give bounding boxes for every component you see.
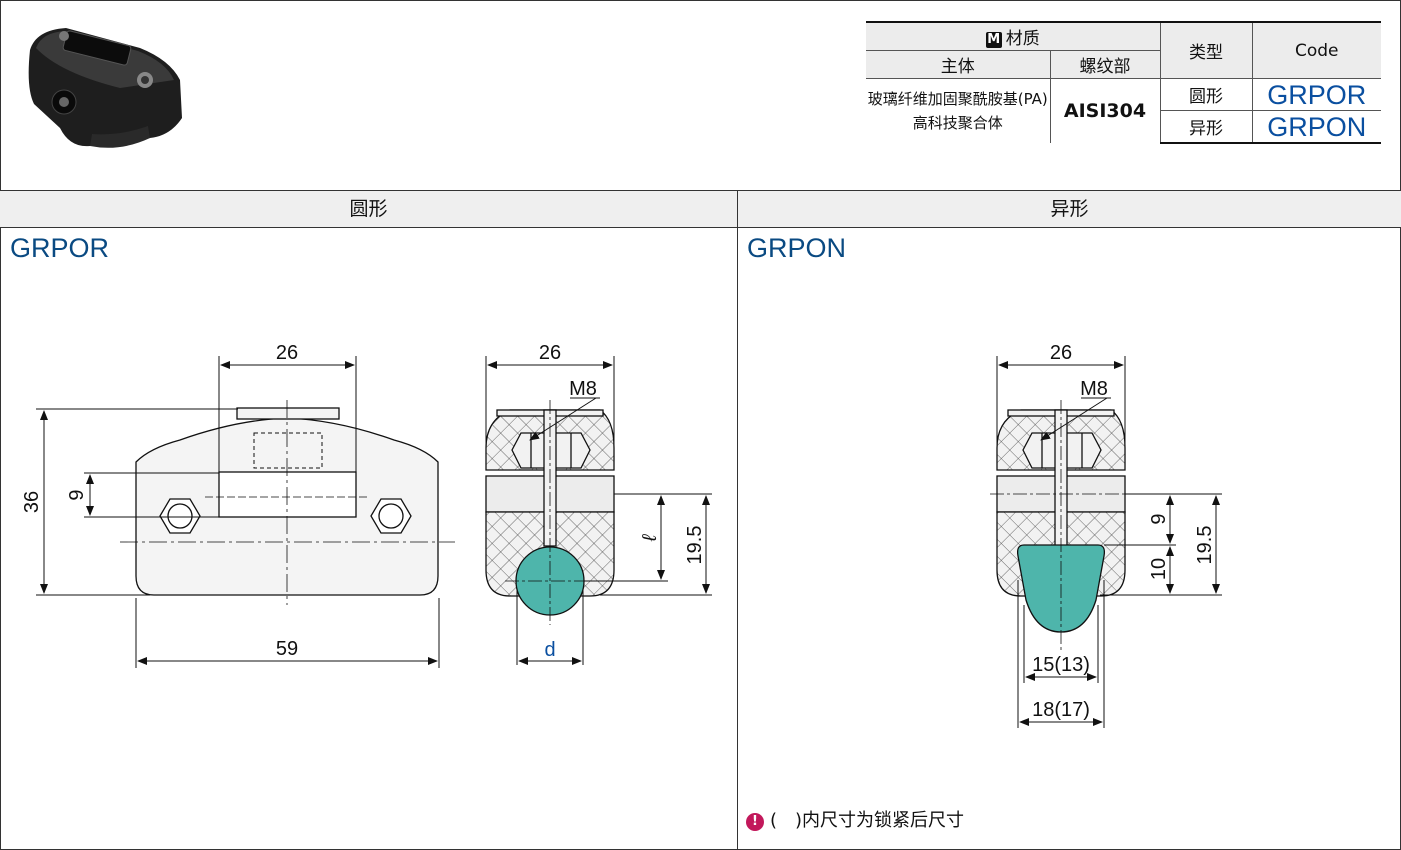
front-view bbox=[120, 400, 455, 605]
type-header: 类型 bbox=[1160, 21, 1253, 79]
dim-height: 19.5 bbox=[684, 526, 706, 565]
side-round-dimensions bbox=[485, 356, 712, 665]
material-badge: M bbox=[985, 32, 1002, 48]
dim-front-top-width: 26 bbox=[276, 342, 298, 364]
thread-material-cell: AISI304 bbox=[1050, 78, 1161, 143]
code-header: Code bbox=[1252, 21, 1381, 79]
footnote-text: ( )内尺寸为锁紧后尺寸 bbox=[770, 810, 965, 831]
part-code-left[interactable]: GRPOR bbox=[10, 233, 110, 263]
footnote: ! ( )内尺寸为锁紧后尺寸 bbox=[746, 806, 964, 832]
type-cell: 圆形 bbox=[1160, 78, 1253, 111]
dim-10: 10 bbox=[1148, 558, 1170, 580]
body-material-cell: 玻璃纤维加固聚酰胺基(PA) 高科技聚合体 bbox=[866, 78, 1051, 143]
dim-side-width: 26 bbox=[539, 342, 561, 364]
dim-shaped-height: 19.5 bbox=[1194, 526, 1216, 565]
section-header-round: 圆形 bbox=[0, 190, 737, 228]
product-image bbox=[28, 28, 182, 148]
side-view-round bbox=[485, 400, 615, 625]
side-shaped-dimensions bbox=[996, 356, 1222, 728]
thread-header: 螺纹部 bbox=[1050, 50, 1161, 79]
dim-front-bottom-width: 59 bbox=[276, 638, 298, 660]
section-divider bbox=[737, 190, 738, 850]
dim-thread: M8 bbox=[569, 378, 597, 400]
dim-15: 15(13) bbox=[1032, 654, 1090, 676]
code-cell-link[interactable]: GRPOR bbox=[1252, 78, 1381, 111]
dim-ell: ℓ bbox=[639, 533, 661, 542]
code-cell-link[interactable]: GRPON bbox=[1252, 110, 1381, 144]
body-header: 主体 bbox=[866, 50, 1051, 79]
dim-9: 9 bbox=[1148, 513, 1170, 524]
dim-front-slot: 9 bbox=[66, 489, 88, 500]
dim-shaped-thread: M8 bbox=[1080, 378, 1108, 400]
dim-18: 18(17) bbox=[1032, 699, 1090, 721]
technical-drawing: 26 36 9 59 26 M8 ℓ 19.5 d bbox=[21, 342, 1222, 728]
section-header-shaped: 异形 bbox=[738, 190, 1401, 228]
dim-shaped-width: 26 bbox=[1050, 342, 1072, 364]
type-cell: 异形 bbox=[1160, 110, 1253, 144]
dim-diameter: d bbox=[544, 639, 555, 661]
part-code-right[interactable]: GRPON bbox=[747, 233, 847, 263]
side-view-shaped bbox=[990, 400, 1130, 650]
warning-icon: ! bbox=[746, 813, 764, 831]
front-dimensions bbox=[36, 356, 440, 668]
dim-front-height: 36 bbox=[21, 491, 43, 513]
